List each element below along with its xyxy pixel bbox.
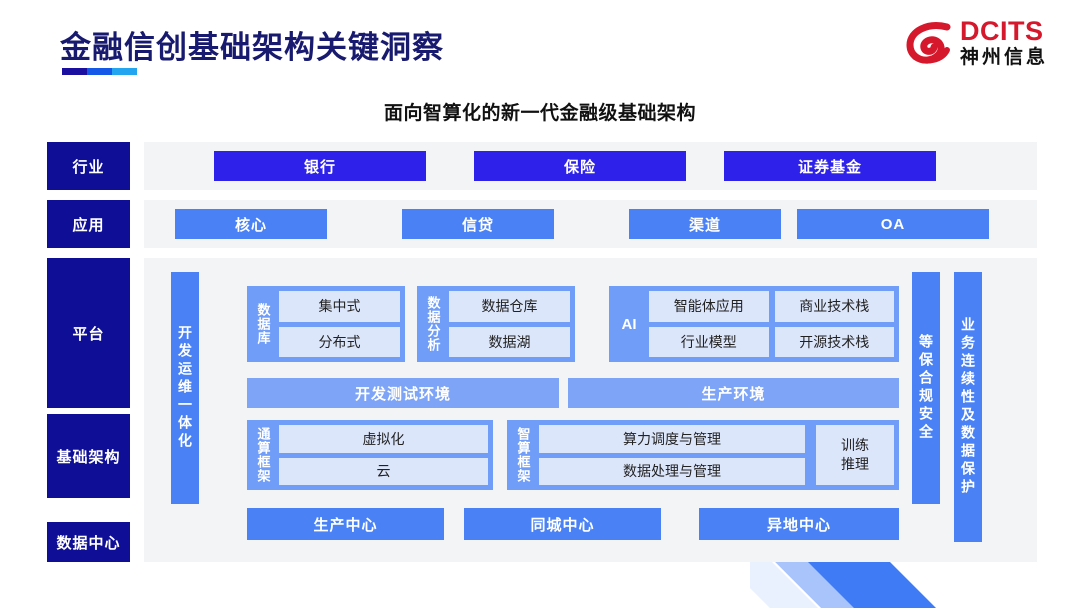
- cell-opensource-stack[interactable]: 开源技术栈: [774, 326, 894, 357]
- cell-train-label: 训练: [841, 437, 869, 454]
- industry-chip-bank[interactable]: 银行: [214, 151, 426, 181]
- app-chip-credit[interactable]: 信贷: [402, 209, 554, 239]
- rule-segment-2: [87, 68, 112, 75]
- row-label-platform: 平台: [47, 258, 130, 408]
- group-tag-general-compute: 通算框架: [255, 427, 271, 483]
- cell-industry-model[interactable]: 行业模型: [649, 326, 769, 357]
- industry-chip-insurance[interactable]: 保险: [474, 151, 686, 181]
- cell-data-lake[interactable]: 数据湖: [449, 326, 570, 357]
- center-bar-same-city[interactable]: 同城中心: [464, 508, 661, 540]
- cell-train-inference[interactable]: 训练 推理: [816, 425, 894, 485]
- cell-centralized[interactable]: 集中式: [279, 291, 400, 322]
- vertical-bar-devops: 开发运维一体化: [171, 272, 199, 504]
- cell-commercial-stack[interactable]: 商业技术栈: [774, 291, 894, 322]
- logo-wordmark: DCITS 神州信息: [959, 16, 1048, 68]
- platform-panel: 开发运维一体化 等保合规安全 业务连续性及数据保护 数据库 集中式 分布式 数据…: [144, 258, 1037, 562]
- architecture-diagram: 行业 应用 平台 基础架构 数据中心 银行 保险 证券基金 核心 信贷 渠道 O…: [47, 142, 1037, 562]
- cell-inference-label: 推理: [841, 456, 869, 472]
- cell-distributed[interactable]: 分布式: [279, 326, 400, 357]
- vertical-bar-security-compliance: 等保合规安全: [912, 272, 940, 504]
- group-ai: AI 智能体应用 商业技术栈 行业模型 开源技术栈: [609, 286, 899, 362]
- vertical-bar-business-continuity: 业务连续性及数据保护: [954, 272, 982, 542]
- env-bar-production[interactable]: 生产环境: [568, 378, 899, 408]
- row-label-industry: 行业: [47, 142, 130, 190]
- group-tag-intelligent-compute: 智算框架: [515, 427, 531, 483]
- application-panel: 核心 信贷 渠道 OA: [144, 200, 1037, 248]
- industry-panel: 银行 保险 证券基金: [144, 142, 1037, 190]
- app-chip-core[interactable]: 核心: [175, 209, 327, 239]
- cell-virtualization[interactable]: 虚拟化: [279, 425, 488, 453]
- rule-segment-3: [112, 68, 137, 75]
- cell-cloud[interactable]: 云: [279, 457, 488, 485]
- cell-compute-scheduling[interactable]: 算力调度与管理: [539, 425, 805, 453]
- title-underline-rule: [62, 68, 137, 75]
- group-tag-database: 数据库: [255, 303, 271, 345]
- env-bar-dev-test[interactable]: 开发测试环境: [247, 378, 559, 408]
- dcits-swirl-icon: [906, 20, 952, 66]
- cell-data-processing[interactable]: 数据处理与管理: [539, 457, 805, 485]
- cell-agent-application[interactable]: 智能体应用: [649, 291, 769, 322]
- app-chip-channel[interactable]: 渠道: [629, 209, 781, 239]
- logo-en-text: DCITS: [959, 16, 1044, 46]
- page-title: 金融信创基础架构关键洞察: [60, 30, 444, 65]
- industry-chip-securities-fund[interactable]: 证券基金: [724, 151, 936, 181]
- group-tag-ai: AI: [621, 315, 637, 333]
- app-chip-oa[interactable]: OA: [797, 209, 989, 239]
- row-label-datacenter: 数据中心: [47, 522, 130, 562]
- logo-cn-text: 神州信息: [959, 47, 1048, 68]
- group-data-analysis: 数据分析 数据仓库 数据湖: [417, 286, 575, 362]
- dcits-logo: DCITS 神州信息: [906, 18, 1048, 67]
- group-intelligent-compute-framework: 智算框架 算力调度与管理 数据处理与管理 训练 推理: [507, 420, 899, 490]
- group-general-compute-framework: 通算框架 虚拟化 云: [247, 420, 493, 490]
- row-label-infrastructure: 基础架构: [47, 414, 130, 498]
- row-label-application: 应用: [47, 200, 130, 248]
- group-database: 数据库 集中式 分布式: [247, 286, 405, 362]
- rule-segment-1: [62, 68, 87, 75]
- page-subtitle: 面向智算化的新一代金融级基础架构: [383, 103, 696, 124]
- cell-data-warehouse[interactable]: 数据仓库: [449, 291, 570, 322]
- center-bar-remote[interactable]: 异地中心: [699, 508, 899, 540]
- group-tag-data-analysis: 数据分析: [425, 296, 441, 352]
- center-bar-production[interactable]: 生产中心: [247, 508, 444, 540]
